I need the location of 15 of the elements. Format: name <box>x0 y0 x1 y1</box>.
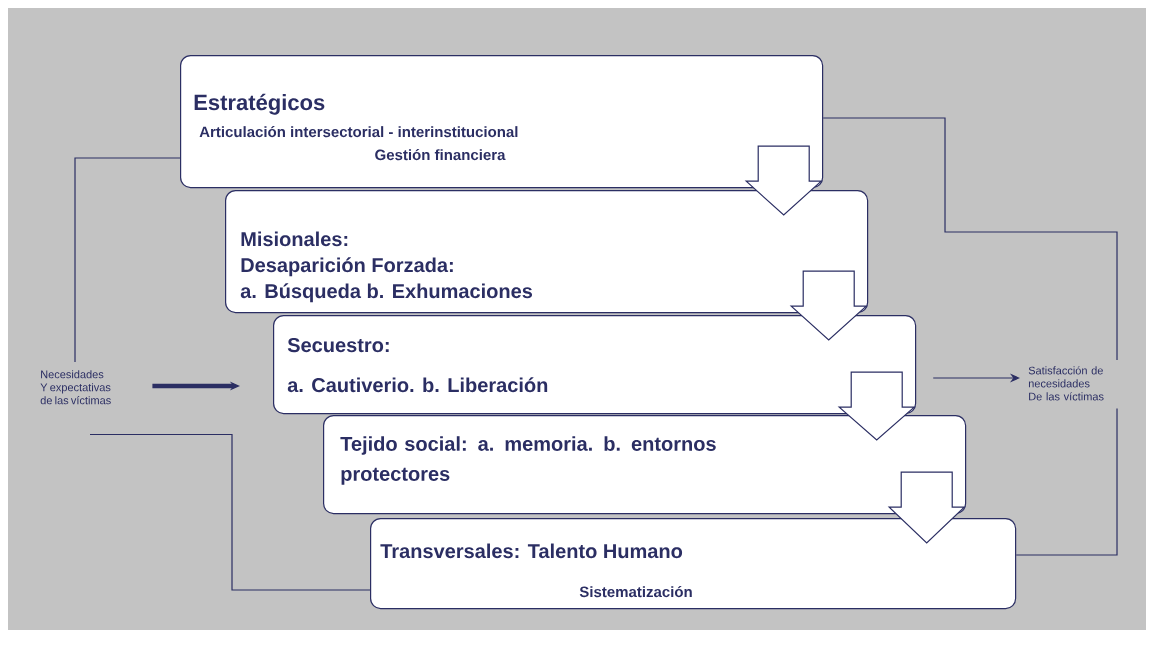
process-box: Transversales: Talento Humano Sistematización <box>370 518 1017 610</box>
process-box: Misionales: Desaparición Forzada: a. Búsqueda b. Exhumaciones <box>225 190 869 314</box>
block-arrow <box>887 471 966 544</box>
note-text: Satisfacción de necesidades De las víctimas <box>1028 366 1104 401</box>
process-box: Secuestro: a. Cautiverio. b. Liberación <box>273 315 917 415</box>
connector-line <box>822 117 1118 361</box>
block-arrow <box>789 270 868 341</box>
block-arrow <box>744 145 823 216</box>
process-box: Tejido social: a. memoria. b. entornos protectores <box>323 415 967 515</box>
connector-line <box>89 433 371 591</box>
connector-line <box>74 157 181 363</box>
block-arrow <box>837 371 916 441</box>
process-box: Estratégicos Articulación intersectorial - interinstitucional Gestión financiera <box>180 55 824 189</box>
connector-line <box>1015 408 1118 556</box>
note-text: Necesidades Y expectativas de las víctimas <box>40 370 111 405</box>
